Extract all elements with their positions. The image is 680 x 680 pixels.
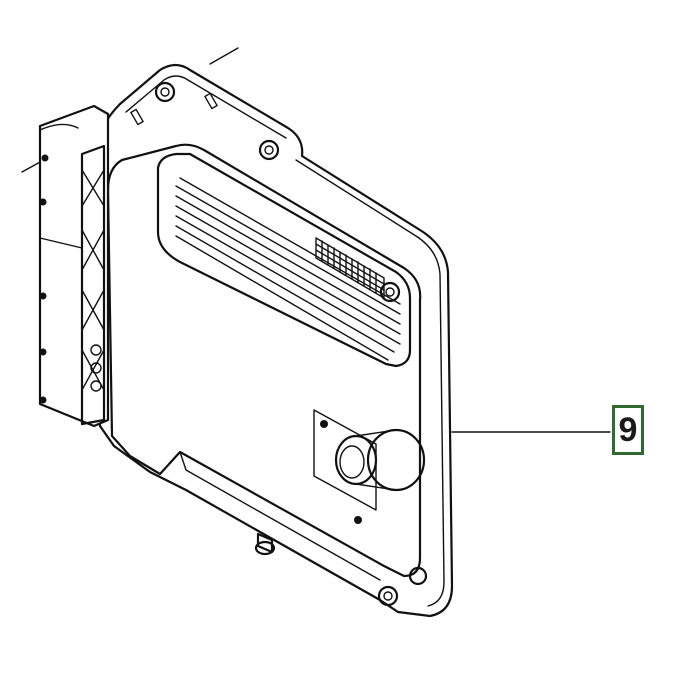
label-texture bbox=[315, 237, 385, 299]
round-connector-port bbox=[313, 409, 426, 524]
mounting-holes bbox=[154, 81, 428, 607]
callout-box: 9 bbox=[612, 405, 644, 455]
callout-number: 9 bbox=[618, 411, 638, 449]
housing-body bbox=[106, 143, 422, 581]
bottom-pin bbox=[254, 532, 276, 556]
flange-slots bbox=[130, 92, 218, 126]
connector-block bbox=[38, 104, 110, 428]
finned-panel bbox=[156, 152, 412, 368]
